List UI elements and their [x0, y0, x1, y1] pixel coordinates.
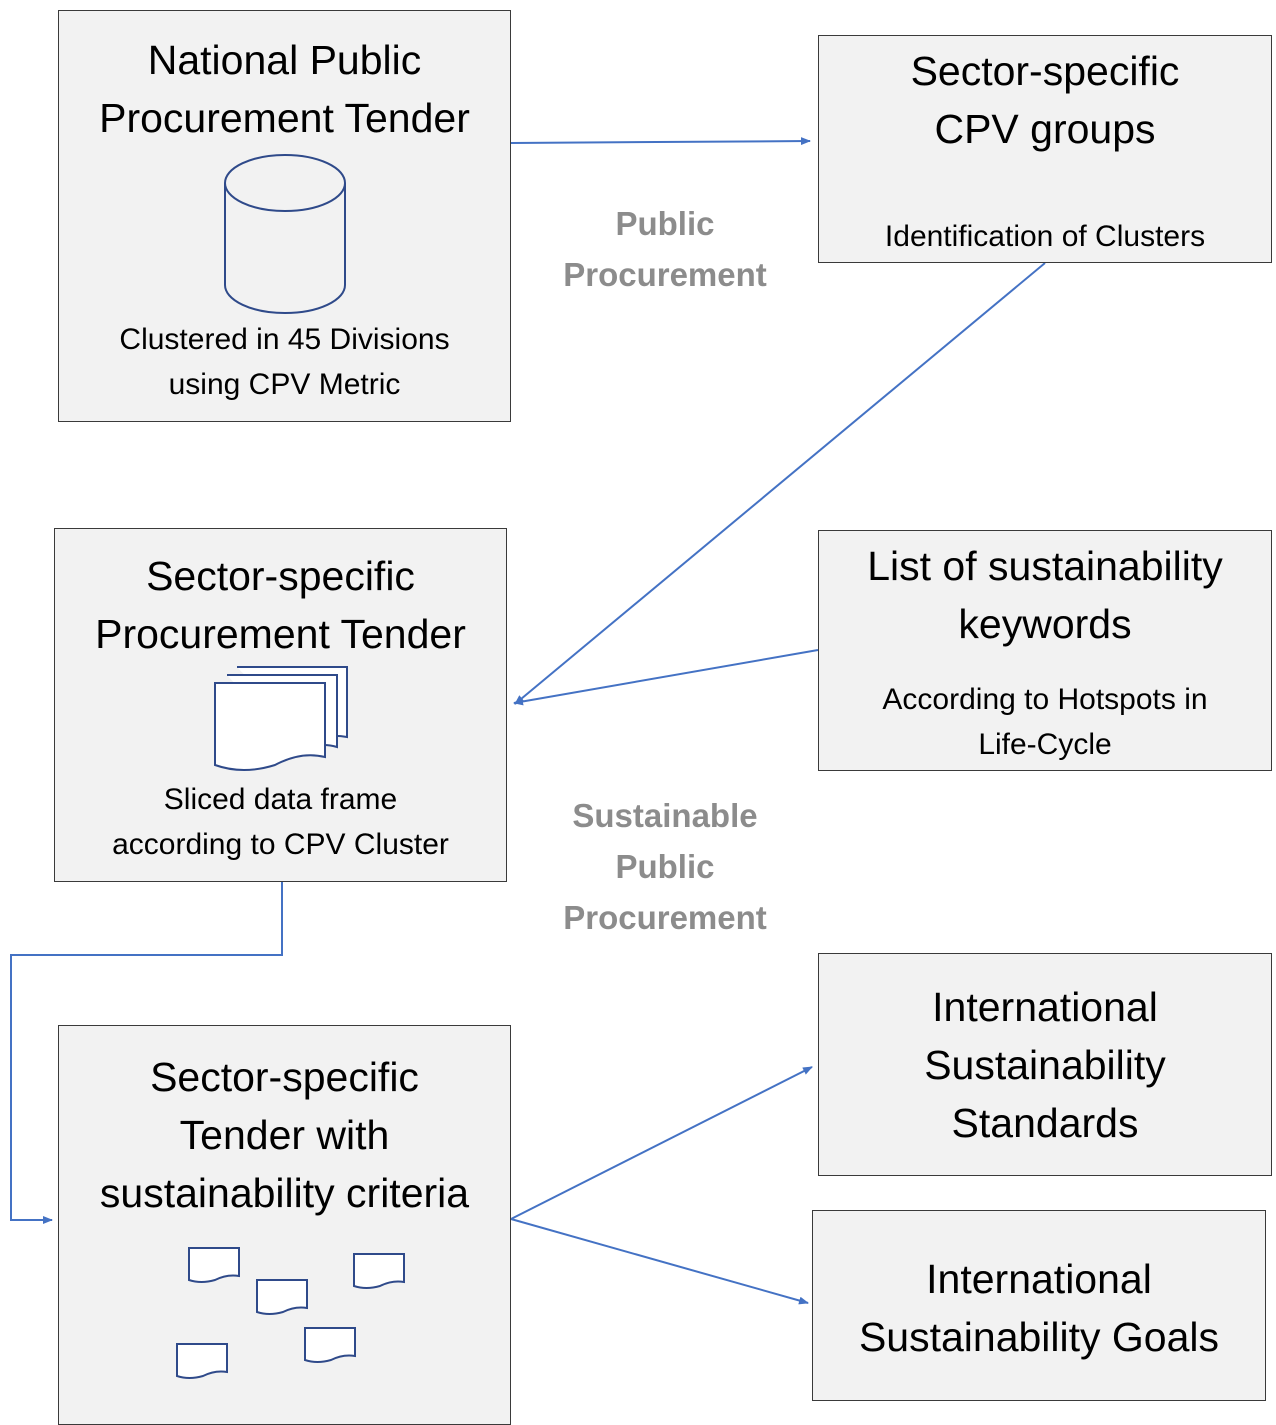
goals-title: International Sustainability Goals	[813, 1250, 1265, 1366]
public-procurement-label: Public Procurement	[520, 198, 810, 300]
title-line: Tender with	[179, 1112, 390, 1158]
cpv-groups-subtitle: Identification of Clusters	[819, 214, 1271, 259]
title-line: keywords	[958, 601, 1132, 647]
database-cylinder-icon	[224, 154, 346, 314]
title-line: CPV groups	[934, 106, 1156, 152]
standards-title: International Sustainability Standards	[819, 978, 1271, 1152]
label-line: Procurement	[563, 256, 767, 293]
label-line: Public	[615, 205, 715, 242]
title-line: List of sustainability	[867, 543, 1223, 589]
tender-criteria-title: Sector-specific Tender with sustainabili…	[59, 1048, 510, 1222]
arrow-keywords-to-sector-tender	[513, 649, 819, 706]
keywords-box: List of sustainability keywords Accordin…	[818, 530, 1272, 771]
title-line: International	[926, 1256, 1152, 1302]
subtitle-line: according to CPV Cluster	[112, 828, 449, 861]
arrow-national-to-cpv-groups	[510, 137, 811, 146]
title-line: Sector-specific	[150, 1054, 419, 1100]
tender-criteria-box: Sector-specific Tender with sustainabili…	[58, 1025, 511, 1425]
sector-tender-title: Sector-specific Procurement Tender	[55, 547, 506, 663]
title-line: Procurement Tender	[99, 95, 470, 141]
national-tender-box: National Public Procurement Tender Clust…	[58, 10, 511, 422]
sector-tender-box: Sector-specific Procurement Tender Slice…	[54, 528, 507, 882]
national-tender-title: National Public Procurement Tender	[59, 31, 510, 147]
title-line: National Public	[147, 37, 422, 83]
label-line: Sustainable	[572, 797, 758, 834]
title-line: Sustainability Goals	[858, 1314, 1220, 1360]
title-line: International	[932, 984, 1158, 1030]
arrow-criteria-to-goals	[510, 1218, 809, 1305]
arrow-criteria-to-standards	[510, 1066, 813, 1220]
sector-tender-subtitle: Sliced data frame according to CPV Clust…	[55, 777, 506, 867]
arrow-cpv-groups-to-sector-tender	[514, 262, 1046, 705]
subtitle-line: Sliced data frame	[163, 783, 398, 816]
title-line: Standards	[951, 1100, 1139, 1146]
cpv-groups-title: Sector-specific CPV groups	[819, 42, 1271, 158]
keywords-title: List of sustainability keywords	[819, 537, 1271, 653]
label-line: Public	[615, 848, 715, 885]
cpv-groups-box: Sector-specific CPV groups Identificatio…	[818, 35, 1272, 263]
keywords-subtitle: According to Hotspots in Life-Cycle	[819, 677, 1271, 767]
goals-box: International Sustainability Goals	[812, 1210, 1266, 1401]
label-line: Procurement	[563, 899, 767, 936]
title-line: Procurement Tender	[95, 611, 466, 657]
subtitle-line: Life-Cycle	[978, 728, 1112, 761]
scattered-documents-icon	[176, 1247, 405, 1379]
sustainable-public-procurement-label: Sustainable Public Procurement	[520, 790, 810, 943]
subtitle-line: Clustered in 45 Divisions	[119, 323, 450, 356]
title-line: Sector-specific	[910, 48, 1180, 94]
title-line: sustainability criteria	[99, 1170, 470, 1216]
subtitle-line: According to Hotspots in	[882, 683, 1208, 716]
stacked-documents-icon	[214, 666, 348, 771]
subtitle-line: Identification of Clusters	[884, 220, 1206, 253]
title-line: Sector-specific	[146, 553, 415, 599]
arrow-sector-tender-to-tender-criteria	[10, 882, 283, 1224]
title-line: Sustainability	[924, 1042, 1166, 1088]
national-tender-subtitle: Clustered in 45 Divisions using CPV Metr…	[59, 317, 510, 407]
subtitle-line: using CPV Metric	[168, 368, 401, 401]
standards-box: International Sustainability Standards	[818, 953, 1272, 1176]
